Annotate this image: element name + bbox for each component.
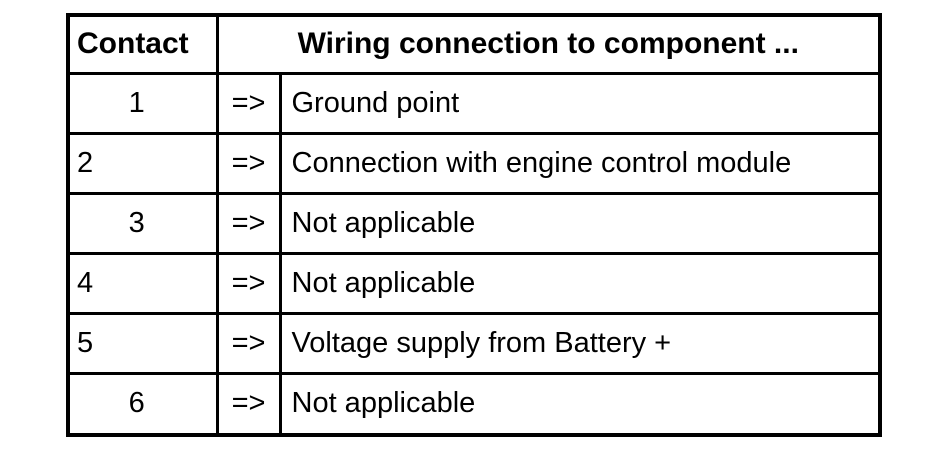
table-row: 4 => Not applicable	[66, 251, 882, 315]
description-cell: Connection with engine control module	[278, 131, 882, 195]
description-cell: Ground point	[278, 71, 882, 135]
wiring-column-header: Wiring connection to component ...	[215, 13, 882, 75]
table-row: 3 => Not applicable	[66, 191, 882, 255]
table-row: 5 => Voltage supply from Battery +	[66, 311, 882, 375]
arrow-cell: =>	[215, 71, 282, 135]
arrow-cell: =>	[215, 131, 282, 195]
contact-cell: 2	[66, 131, 219, 195]
table-header-row: Contact Wiring connection to component .…	[66, 13, 882, 75]
contact-cell: 1	[66, 71, 219, 135]
arrow-cell: =>	[215, 311, 282, 375]
table-row: 1 => Ground point	[66, 71, 882, 135]
description-cell: Not applicable	[278, 371, 882, 437]
arrow-cell: =>	[215, 251, 282, 315]
description-cell: Not applicable	[278, 251, 882, 315]
table-row: 2 => Connection with engine control modu…	[66, 131, 882, 195]
contact-cell: 3	[66, 191, 219, 255]
contact-wiring-table: Contact Wiring connection to component .…	[66, 13, 882, 437]
table-row: 6 => Not applicable	[66, 371, 882, 437]
arrow-cell: =>	[215, 191, 282, 255]
description-cell: Not applicable	[278, 191, 882, 255]
contact-column-header: Contact	[66, 13, 219, 75]
contact-cell: 5	[66, 311, 219, 375]
contact-cell: 4	[66, 251, 219, 315]
contact-cell: 6	[66, 371, 219, 437]
arrow-cell: =>	[215, 371, 282, 437]
description-cell: Voltage supply from Battery +	[278, 311, 882, 375]
